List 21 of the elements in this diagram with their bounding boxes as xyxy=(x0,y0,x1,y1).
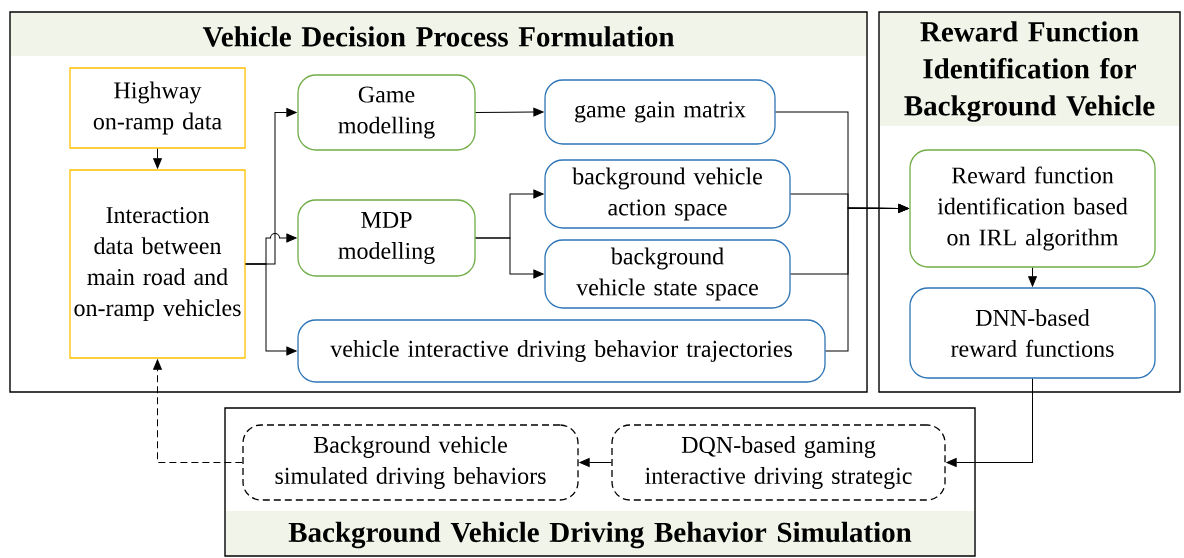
process-box: Game modelling xyxy=(297,74,476,151)
arrow xyxy=(475,107,544,117)
result-box: vehicle interactive driving behavior trajectories xyxy=(297,319,826,383)
result-box: background vehicle state space xyxy=(544,239,791,309)
process-box: Reward function identification based on IRL algorithm xyxy=(909,149,1156,268)
process-box: MDP modelling xyxy=(297,199,476,277)
data-box: Interaction data between main road and on-ramp vehicles xyxy=(69,169,246,359)
arrow xyxy=(825,204,909,352)
dashed-box: Background vehicle simulated driving behaviors xyxy=(242,424,579,501)
result-box: game gain matrix xyxy=(544,79,776,145)
arrow xyxy=(245,263,297,356)
result-box: background vehicle action space xyxy=(544,159,791,229)
data-box: Highway on-ramp data xyxy=(69,67,246,149)
arrow xyxy=(946,378,1033,467)
arrow xyxy=(153,148,162,169)
arrow xyxy=(579,458,612,467)
arrow xyxy=(475,237,544,279)
dashed-box: DQN-based gaming interactive driving strategic xyxy=(611,424,946,501)
arrow xyxy=(1028,267,1037,287)
arrow xyxy=(153,359,243,463)
result-box: DNN-based reward functions xyxy=(909,287,1156,379)
